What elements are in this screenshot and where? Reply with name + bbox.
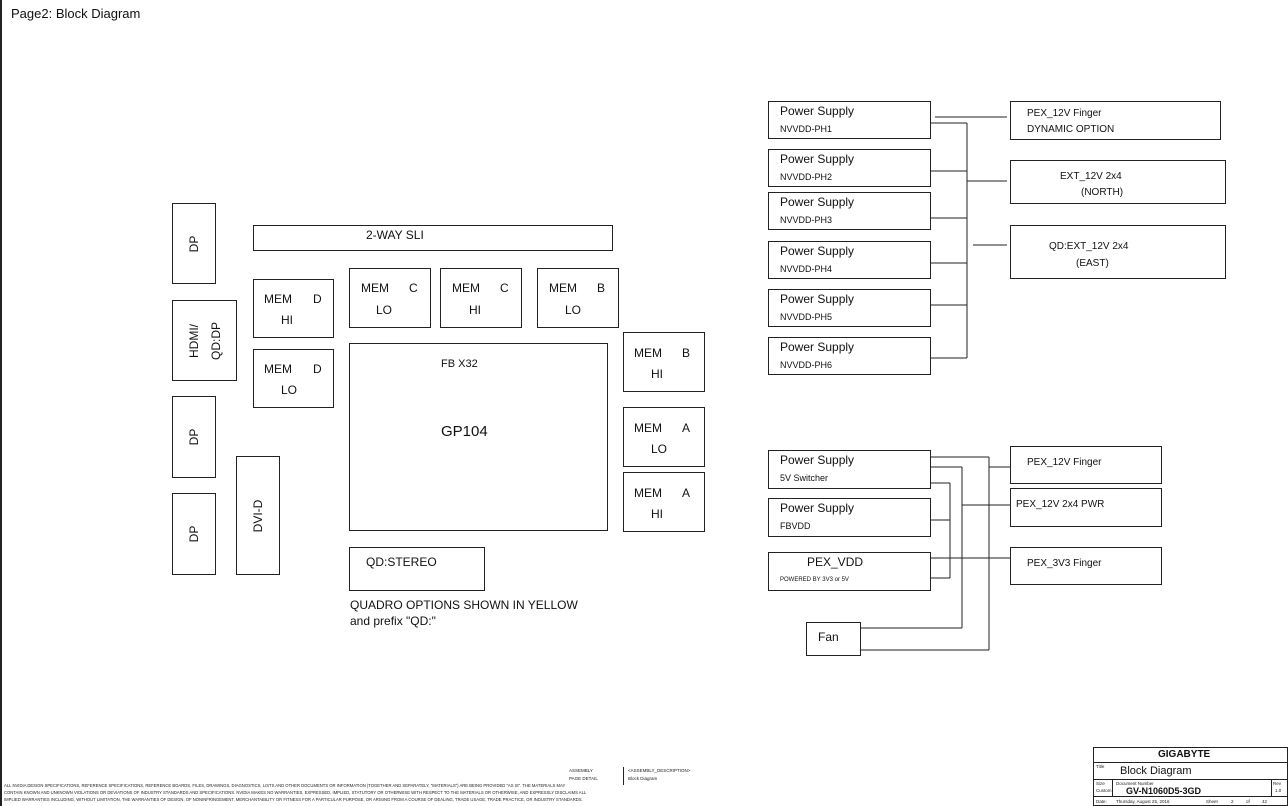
sli-bar: 2-WAY SLI xyxy=(253,225,613,251)
sheet-date: Thursday, August 25, 2016 xyxy=(1116,799,1170,804)
assembly-label: ASSEMBLY xyxy=(569,768,593,773)
page-detail-value: Block Diagram xyxy=(628,776,658,781)
title-block-company-cell: GIGABYTE xyxy=(1093,747,1288,763)
pex-3v3-finger: PEX_3V3 Finger xyxy=(1010,547,1162,585)
dp-connector-1: DP xyxy=(172,203,216,284)
fan-block: Fan xyxy=(806,622,861,656)
assembly-divider xyxy=(623,767,624,785)
page-border xyxy=(0,0,2,806)
dp-connector-2: DP xyxy=(172,396,216,478)
company-name: GIGABYTE xyxy=(1158,749,1211,760)
stereo-block: QD:STEREO xyxy=(349,547,485,591)
sheet-title: Block Diagram xyxy=(1120,765,1192,777)
title-block: GIGABYTE Title Block Diagram Size Custom… xyxy=(1093,747,1288,806)
pex-12v-finger-aux: PEX_12V Finger xyxy=(1010,446,1162,484)
pex-12v-2x4-pwr: PEX_12V 2x4 PWR xyxy=(1010,488,1162,527)
page-detail-label: PAGE DETAIL xyxy=(569,776,598,781)
hdmi-connector: HDMI/ QD:DP xyxy=(172,300,237,381)
title-block-title-cell: Title Block Diagram xyxy=(1093,762,1288,780)
quadro-note: QUADRO OPTIONS SHOWN IN YELLOW xyxy=(350,598,578,612)
page-title: Page2: Block Diagram xyxy=(11,6,141,21)
assembly-value: <ASSEMBLY_DESCRIPTION> xyxy=(628,768,691,773)
gpu-name: GP104 xyxy=(441,423,488,440)
ext-12v-north-source: EXT_12V 2x4(NORTH) xyxy=(1010,160,1226,204)
legal-disclaimer-line-1: ALL NVIDIA DESIGN SPECIFICATIONS, REFERE… xyxy=(4,783,566,788)
ext-12v-east-source: QD:EXT_12V 2x4(EAST) xyxy=(1010,225,1226,279)
dp-connector-3: DP xyxy=(172,493,216,575)
dvi-connector: DVI-D xyxy=(236,456,280,575)
title-block-doc-cell: Size Custom Document Number GV-N1060D5-3… xyxy=(1093,779,1288,798)
quadro-note-prefix: and prefix "QD:" xyxy=(350,614,436,628)
gpu-block: FB X32 GP104 xyxy=(349,343,608,531)
legal-disclaimer-line-3: IMPLIED WARRANTIES INCLUDING, WITHOUT LI… xyxy=(4,797,583,802)
document-number: GV-N1060D5-3GD xyxy=(1126,786,1202,796)
frame-buffer-label: FB X32 xyxy=(441,358,478,370)
legal-disclaimer-line-2: CONTAIN KNOWN AND UNKNOWN VIOLATIONS OR … xyxy=(4,790,587,795)
title-block-date-cell: Date: Thursday, August 25, 2016 Sheet 2 … xyxy=(1093,796,1288,806)
